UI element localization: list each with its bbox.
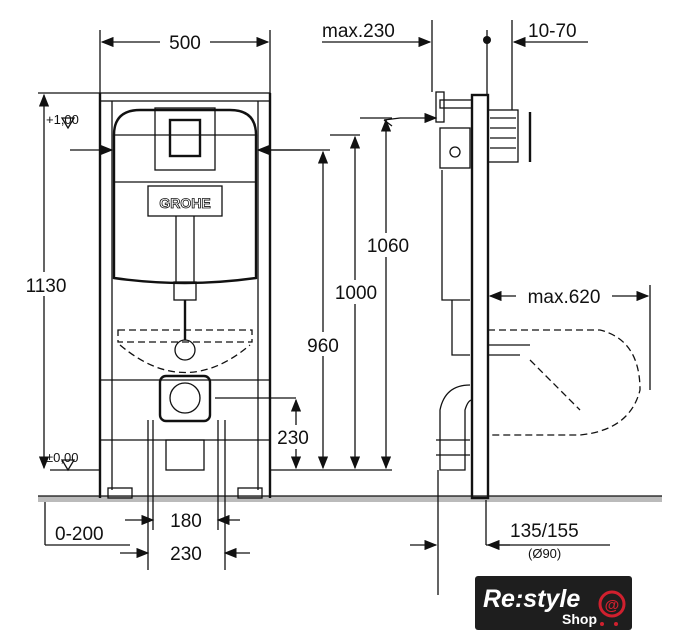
dimension-500: 500 xyxy=(99,30,271,93)
dimension-max620: max.620 xyxy=(488,284,651,390)
svg-text:500: 500 xyxy=(169,33,201,54)
svg-text:@: @ xyxy=(605,597,620,614)
restyle-shop-logo: Re:style Shop @ xyxy=(475,576,632,630)
front-view-frame xyxy=(98,92,272,499)
svg-text:135/155: 135/155 xyxy=(510,521,579,542)
svg-text:+1,00: +1,00 xyxy=(46,112,79,127)
svg-text:1130: 1130 xyxy=(26,276,67,297)
svg-text:(Ø90): (Ø90) xyxy=(528,546,561,561)
svg-text:Shop: Shop xyxy=(562,611,597,627)
grohe-logo: GROHE xyxy=(159,195,210,211)
dimension-1130: 1130 +1,00 ±0,00 xyxy=(18,92,100,470)
svg-text:1000: 1000 xyxy=(335,283,377,304)
wc-outline-dashed xyxy=(117,329,253,373)
svg-text:10-70: 10-70 xyxy=(528,21,577,42)
svg-text:960: 960 xyxy=(307,336,339,357)
drain-pipe xyxy=(158,374,296,471)
svg-text:±0,00: ±0,00 xyxy=(46,450,78,465)
dimension-max230: max.230 xyxy=(322,20,433,92)
water-inlet-arrows xyxy=(50,117,330,472)
cistern: GROHE xyxy=(112,107,258,361)
svg-text:230: 230 xyxy=(170,544,202,565)
bottom-dimensions: 180 230 0-200 xyxy=(44,420,250,570)
svg-text:230: 230 xyxy=(277,428,309,449)
svg-text:1060: 1060 xyxy=(367,236,409,257)
svg-text:0-200: 0-200 xyxy=(55,524,104,545)
vertical-dimensions: 960 1000 1060 230 xyxy=(270,117,416,471)
svg-text:max.230: max.230 xyxy=(322,21,395,42)
side-view xyxy=(383,91,641,500)
dimension-10-70: 10-70 xyxy=(483,20,588,110)
dimension-135-155: 135/155 (Ø90) xyxy=(410,470,610,595)
svg-text:max.620: max.620 xyxy=(528,287,601,308)
svg-text:180: 180 xyxy=(170,511,202,532)
svg-text:Re:style: Re:style xyxy=(483,585,580,613)
floor-line xyxy=(38,495,662,502)
